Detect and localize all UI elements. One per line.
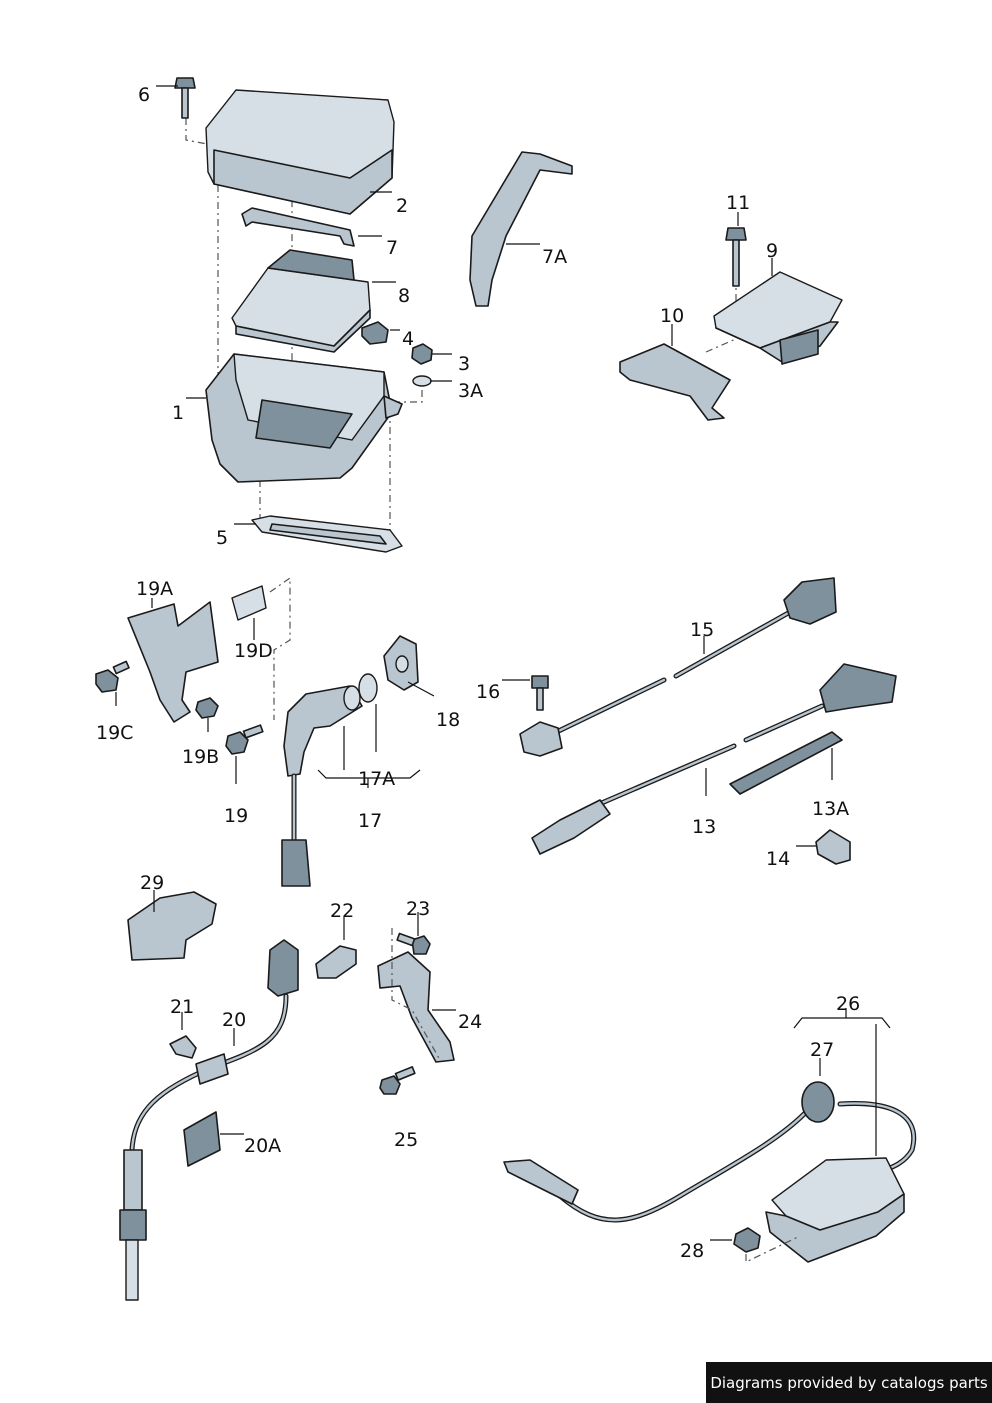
callout-19c: 19C [96, 722, 133, 744]
sensor-29 [127, 891, 217, 961]
pad-20a [183, 1111, 221, 1167]
callout-20a: 20A [244, 1135, 281, 1157]
callout-7: 7 [386, 237, 398, 259]
bracket-24 [377, 951, 455, 1063]
bolt-19b [195, 697, 219, 719]
callout-16: 16 [476, 681, 500, 703]
ecu-box-1 [205, 353, 403, 483]
callout-2: 2 [396, 195, 408, 217]
bolt-23 [411, 935, 431, 955]
bolt-19c [95, 669, 119, 693]
callout-20: 20 [222, 1009, 246, 1031]
callout-14: 14 [766, 848, 790, 870]
callout-22: 22 [330, 900, 354, 922]
callout-5: 5 [216, 527, 228, 549]
nut-3 [411, 343, 433, 365]
holder-22 [315, 945, 357, 979]
leader-lines [115, 85, 891, 1241]
callout-13a: 13A [812, 798, 849, 820]
footer-credit-text: Diagrams provided by catalogs parts [710, 1373, 988, 1392]
callout-19d: 19D [234, 640, 273, 662]
callout-24: 24 [458, 1011, 482, 1033]
callout-10: 10 [660, 305, 684, 327]
callout-13: 13 [692, 816, 716, 838]
bracket-19a [127, 601, 219, 723]
callout-29: 29 [140, 872, 164, 894]
callout-6: 6 [138, 84, 150, 106]
washer-3a [412, 375, 432, 387]
callout-7a: 7A [542, 246, 567, 268]
oring-17a [358, 673, 378, 703]
sensor-26 [503, 1081, 917, 1263]
callout-17: 17 [358, 810, 382, 832]
bolt-25 [379, 1075, 401, 1095]
clip-7 [241, 207, 355, 247]
callout-4: 4 [402, 328, 414, 350]
callout-19: 19 [224, 805, 248, 827]
callout-19a: 19A [136, 578, 173, 600]
clip-21 [169, 1035, 197, 1059]
sleeve-13a [729, 731, 843, 795]
bolt-6 [174, 77, 196, 119]
control-unit-group-9 [619, 227, 843, 421]
callout-3: 3 [458, 353, 470, 375]
callout-labels: 6 2 7 8 4 3 3A 1 5 7A 11 9 10 19A 19D 19… [96, 84, 860, 1262]
bolt-19 [225, 731, 249, 755]
callout-9: 9 [766, 240, 778, 262]
callout-18: 18 [436, 709, 460, 731]
callout-26: 26 [836, 993, 860, 1015]
ecu-housing-group [174, 77, 433, 553]
callout-21: 21 [170, 996, 194, 1018]
callout-11: 11 [726, 192, 750, 214]
callout-27: 27 [810, 1039, 834, 1061]
sensor-20 [119, 939, 299, 1301]
nut-28 [733, 1227, 761, 1253]
callout-8: 8 [398, 285, 410, 307]
callout-17a: 17A [358, 768, 395, 790]
callout-28: 28 [680, 1240, 704, 1262]
spacer-19d [231, 585, 267, 621]
sensor-cable-group [519, 577, 897, 865]
clip-14 [815, 829, 851, 865]
sensor-17 [281, 685, 363, 887]
footer-credit: Diagrams provided by catalogs parts [706, 1362, 992, 1403]
callout-23: 23 [406, 898, 430, 920]
part-4 [361, 321, 389, 345]
bracket-group-19 [95, 576, 291, 755]
callout-15: 15 [690, 619, 714, 641]
callout-3a: 3A [458, 380, 483, 402]
ecu-module-8 [231, 249, 371, 353]
bracket-7a [469, 151, 573, 307]
callout-1: 1 [172, 402, 184, 424]
callout-19b: 19B [182, 746, 219, 768]
callout-25: 25 [394, 1129, 418, 1151]
